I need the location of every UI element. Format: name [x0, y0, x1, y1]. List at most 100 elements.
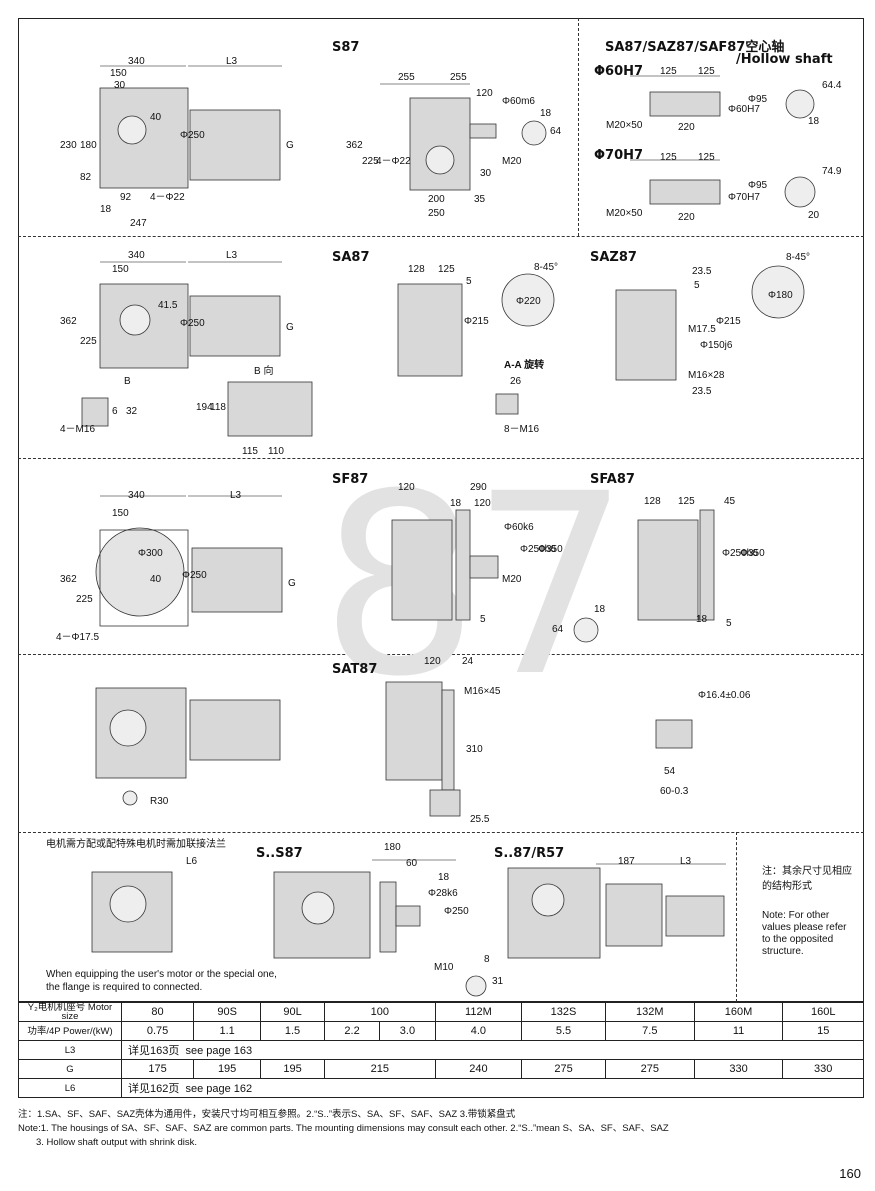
dim-label: 194	[196, 402, 213, 413]
hollow-60-body	[649, 91, 721, 117]
section-divider	[18, 458, 864, 459]
table-cell: 330	[782, 1059, 864, 1079]
table-cell: 175	[120, 1059, 195, 1079]
table-cell: 132M	[604, 1002, 695, 1022]
dim-label: 247	[130, 218, 147, 229]
side-note-en: Note: For other values please refer to t…	[762, 910, 847, 957]
s87-side-housing	[409, 97, 471, 191]
table-cell: 132S	[521, 1002, 606, 1022]
dim-label: 5	[466, 276, 472, 287]
row-header: L6	[18, 1078, 122, 1098]
row-header: L3	[18, 1040, 122, 1060]
dim-label: 250	[428, 208, 445, 219]
dim-label: M17.5	[688, 324, 716, 335]
column-divider	[736, 832, 737, 1002]
sat87-torque-arm-eye	[122, 790, 138, 806]
table-cell: 195	[193, 1059, 262, 1079]
dim-label: 225	[80, 336, 97, 347]
dim-label: 26	[510, 376, 522, 387]
row-header: G	[18, 1059, 122, 1079]
table-cell: 100	[323, 1002, 436, 1022]
dim-label: 8－M16	[504, 424, 540, 435]
dim-label: Φ250h6	[722, 548, 758, 559]
dim-label: 180	[80, 140, 97, 151]
dim-label: Φ28k6	[428, 888, 458, 899]
table-cell: 详见163页 see page 163	[121, 1040, 864, 1060]
dim-label: Φ95	[748, 180, 768, 191]
s87-output-bore	[117, 115, 147, 145]
dim-label: 23.5	[692, 266, 712, 277]
sf87-side	[391, 519, 453, 621]
hollow-70-body	[649, 179, 721, 205]
dim-label: 150	[112, 264, 129, 275]
dim-label: 18	[594, 604, 606, 615]
motor-spec-table: Y₂电机机座号 Motor size 80 90S 90L 100 112M 1…	[18, 1002, 864, 1098]
dim-label: R30	[150, 796, 169, 807]
dim-label: 225	[362, 156, 379, 167]
dim-label: M20×50	[606, 120, 643, 131]
page-frame	[18, 18, 864, 1002]
dim-label: 8-45°	[534, 262, 559, 273]
dim-label: 290	[470, 482, 487, 493]
dim-label: B	[124, 376, 131, 387]
dim-label: M10	[434, 962, 454, 973]
sa87-motor	[189, 295, 281, 357]
dim-label: M20	[502, 574, 522, 585]
dim-label: 125	[438, 264, 455, 275]
table-row: L6 详见162页 see page 162	[18, 1078, 864, 1098]
dim-label: 4－Φ22	[376, 156, 411, 167]
dim-label: Φ70H7	[728, 192, 760, 203]
table-cell: 7.5	[604, 1021, 695, 1041]
sf87-flange	[95, 527, 185, 617]
dim-label: M20	[502, 156, 522, 167]
motor-flange-note-cn: 电机需方配或配特殊电机时需加联接法兰	[46, 839, 226, 850]
dim-label: Φ16.4±0.06	[698, 690, 751, 701]
table-cell: 275	[604, 1059, 695, 1079]
dim-label: 74.9	[822, 166, 842, 177]
dim-label: 41.5	[158, 300, 178, 311]
dim-label: 20	[808, 210, 820, 221]
sf87-motor	[191, 547, 283, 613]
s87-side-bore	[425, 145, 455, 175]
table-cell: 80	[120, 1002, 195, 1022]
hollow-70-section	[784, 176, 816, 208]
dim-label: 40	[150, 574, 162, 585]
label-phi70h7: Φ70H7	[594, 148, 644, 163]
dim-label: 340	[128, 250, 145, 261]
dim-label: 125	[678, 496, 695, 507]
table-cell: 4.0	[434, 1021, 523, 1041]
saz87-side	[615, 289, 677, 381]
dim-label: 82	[80, 172, 92, 183]
title-sf87: SF87	[332, 472, 369, 487]
section-divider	[18, 654, 864, 655]
dim-label: 125	[660, 152, 677, 163]
title-hollow-shaft: SA87/SAZ87/SAF87空心轴	[605, 40, 785, 55]
footnote-en-2: 3. Hollow shaft output with shrink disk.	[36, 1137, 198, 1148]
title-sat87: SAT87	[332, 662, 378, 677]
dim-label: 110	[268, 446, 284, 457]
table-cell: 15	[782, 1021, 864, 1041]
dim-label: 310	[466, 744, 483, 755]
dim-label: Φ60k6	[504, 522, 534, 533]
s-r57-motor	[665, 895, 725, 937]
dim-label: 120	[398, 482, 415, 493]
dim-label: 32	[126, 406, 138, 417]
dim-label: Φ60H7	[728, 104, 760, 115]
dim-label: 18	[438, 872, 450, 883]
dim-label: Φ250	[180, 318, 205, 329]
dim-label: B 向	[254, 366, 274, 377]
sat87-side	[385, 681, 443, 781]
title-hollow-shaft-en: /Hollow shaft	[736, 52, 833, 67]
dim-label: 128	[408, 264, 425, 275]
dim-label: 180	[384, 842, 401, 853]
dim-label: Φ60m6	[502, 96, 535, 107]
sa87-side	[397, 283, 463, 377]
dim-label: 362	[60, 316, 77, 327]
table-row: 功率/4P Power/(kW) 0.75 1.1 1.5 2.2 3.0 4.…	[18, 1021, 864, 1041]
dim-label: 220	[678, 212, 695, 223]
dim-label: Φ250	[180, 130, 205, 141]
dim-label: 18	[808, 116, 820, 127]
dim-label: 200	[428, 194, 445, 205]
dim-label: 362	[60, 574, 77, 585]
